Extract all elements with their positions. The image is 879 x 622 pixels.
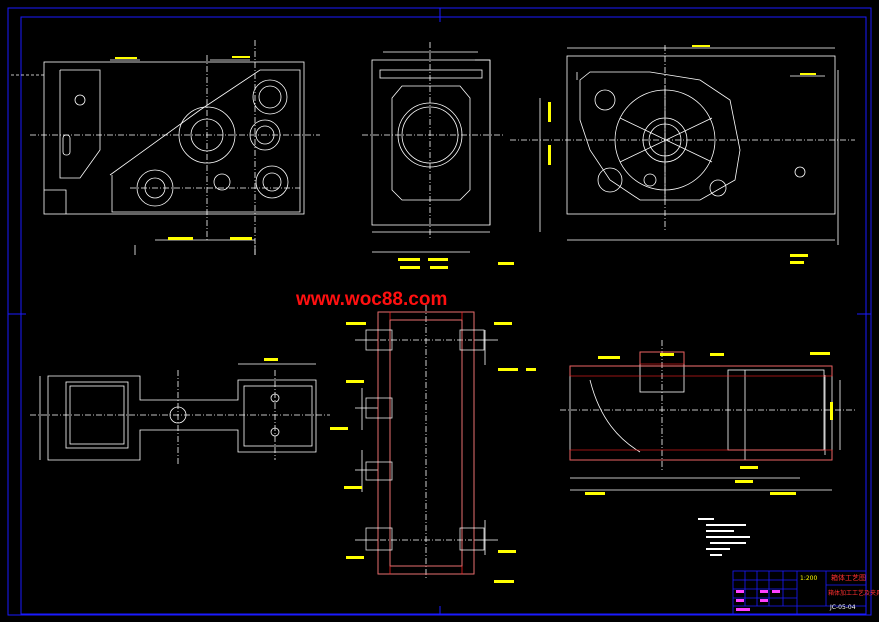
section-right-hatching [569, 351, 833, 461]
technical-notes [698, 518, 750, 556]
plan-view-dim-text [264, 358, 278, 361]
section-view-right [560, 340, 855, 491]
front-view-left [10, 40, 320, 255]
section-right-dim-text [585, 352, 833, 495]
sheet-outer-border [7, 7, 872, 616]
sheet-inner-border [20, 16, 867, 615]
title-block [732, 570, 867, 615]
side-view-center [362, 42, 505, 253]
watermark-url: www.woc88.com [296, 289, 448, 310]
title-block-entries [736, 590, 780, 611]
center-marks [8, 8, 871, 615]
plan-view-bottom-left [30, 363, 330, 466]
right-view-dim-text [548, 45, 816, 264]
section-hatching [365, 311, 485, 575]
title-block-drawing-code: JC-05-04 [830, 604, 856, 611]
side-view-dim-text [398, 258, 514, 269]
title-block-subtitle: 箱体加工工艺及夹具设计 [828, 590, 879, 597]
title-block-part-name: 箱体工艺图 [831, 574, 866, 582]
front-view-left-dim-text [115, 56, 252, 240]
title-block-scale: 1:200 [800, 575, 818, 582]
right-view-top [510, 45, 855, 245]
section-view-dim-text [330, 322, 536, 583]
section-view-center [355, 305, 498, 580]
